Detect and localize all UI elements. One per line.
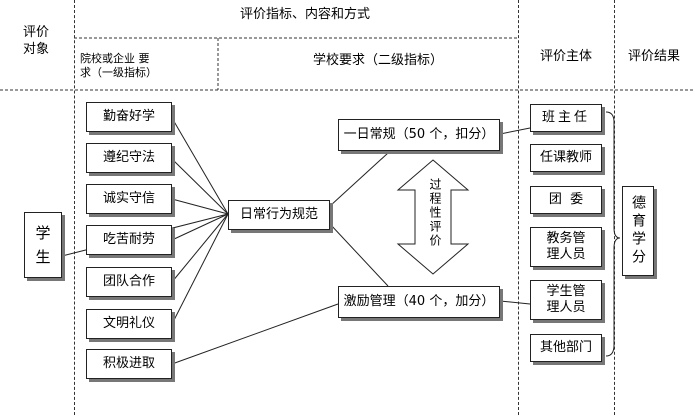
subject-youth-league: 团 委: [530, 186, 602, 214]
behavior-norm-box: 日常行为规范: [228, 200, 330, 230]
process-eval-label: 过程性评价: [428, 178, 442, 248]
column-divider-1: [74, 0, 75, 415]
column-divider-2: [518, 0, 519, 415]
level1-item-law: 遵纪守法: [86, 143, 172, 173]
level1-item-teamwork: 团队合作: [86, 267, 172, 297]
header-eval-object: 评价 对象: [22, 25, 49, 57]
subject-teachers: 任课教师: [530, 144, 602, 172]
student-box: 学 生: [24, 212, 62, 278]
header-level1: 院校或企业 要 求（一级指标）: [80, 52, 157, 79]
subject-student-staff: 学生管 理人员: [530, 280, 602, 320]
subject-other-departments: 其他部门: [530, 334, 602, 362]
level1-item-honest: 诚实守信: [86, 184, 172, 214]
level1-item-diligent: 勤奋好学: [86, 102, 172, 132]
level1-item-progress: 积极进取: [86, 349, 172, 379]
incentive-box: 激励管理（40 个，加分）: [338, 286, 500, 318]
header-subject: 评价主体: [539, 49, 592, 64]
header-result: 评价结果: [627, 49, 680, 64]
subject-academic-staff: 教务管 理人员: [530, 227, 602, 267]
level1-item-hardship: 吃苦耐劳: [86, 225, 172, 255]
header-level2: 学校要求（二级指标）: [312, 53, 443, 68]
daily-rule-box: 一日常规（50 个，扣分）: [338, 119, 500, 151]
header-criteria-title: 评价指标、内容和方式: [239, 7, 370, 22]
moral-credit-box: 德育学分: [622, 186, 654, 276]
level1-item-etiquette: 文明礼仪: [86, 309, 172, 339]
subject-head-teacher: 班主任: [530, 104, 602, 132]
